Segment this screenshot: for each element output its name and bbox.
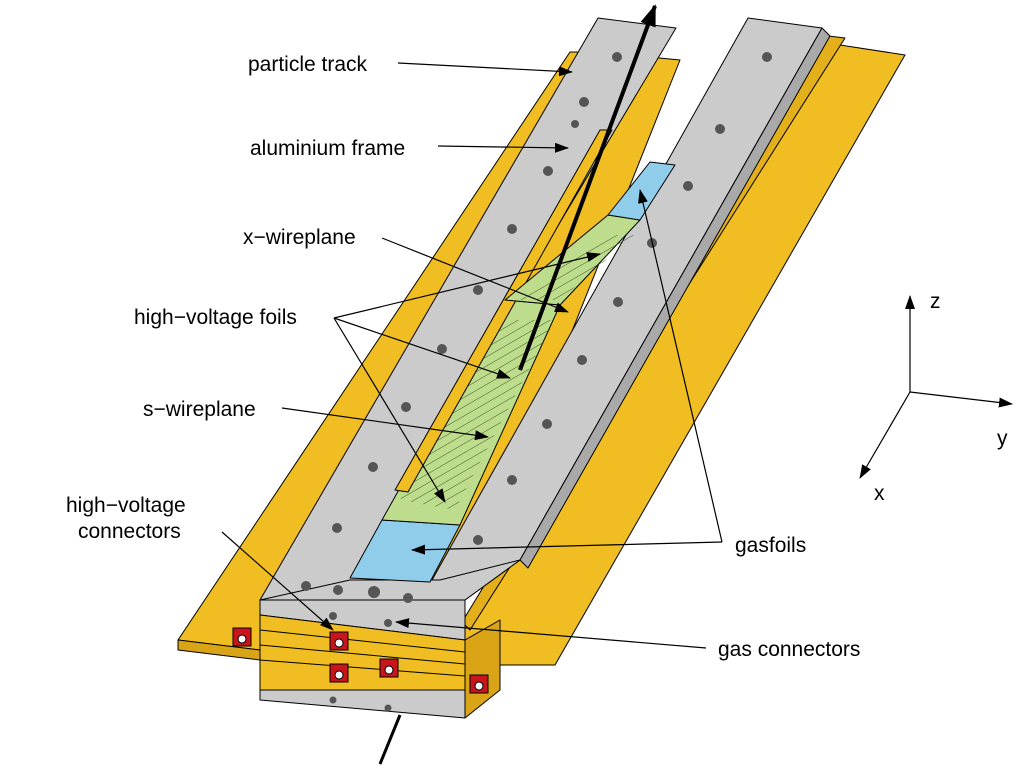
x-wireplane-hatching (515, 235, 635, 300)
layer-line (259, 644, 466, 665)
axis-x-arrow (859, 391, 911, 479)
axis-y-label: y (997, 427, 1008, 450)
inner-gold-layers (394, 129, 613, 493)
label-aluminium-frame: aluminium frame (250, 137, 405, 160)
label-particle-track: particle track (248, 53, 368, 76)
leader-hv-foil-1 (333, 252, 601, 319)
leader-x-wireplane (381, 237, 569, 313)
hv-connector (329, 663, 349, 683)
leader-gas-connectors (395, 618, 707, 649)
leader-lines (221, 62, 723, 649)
label-hv-connectors-2: connectors (78, 520, 181, 543)
leader-gasfoil-top (638, 189, 723, 543)
layer-line (259, 629, 466, 653)
axis-x-label: x (874, 482, 885, 505)
leader-aluminium-frame (437, 142, 569, 153)
particle-track-line (378, 714, 402, 765)
axis-y-arrow (909, 391, 1013, 408)
right-frame-side (519, 27, 831, 569)
leader-hv-connectors (221, 531, 334, 631)
label-s-wireplane: s−wireplane (143, 398, 256, 421)
s-wireplane-hatching (400, 320, 555, 510)
leader-gasfoil-bottom (411, 541, 723, 555)
label-x-wireplane: x−wireplane (243, 226, 356, 249)
front-block-bottom (259, 689, 466, 719)
hv-connector (232, 627, 252, 647)
leader-s-wireplane (281, 407, 489, 441)
label-high-voltage-foils: high−voltage foils (134, 306, 297, 329)
label-hv-connectors-1: high−voltage (66, 494, 186, 517)
frame-holes (301, 52, 772, 712)
coordinate-axes: z y x (859, 290, 1013, 505)
hv-connectors (232, 627, 489, 694)
layer-line (259, 659, 466, 677)
leader-hv-foil-2 (333, 317, 511, 379)
hv-connector (329, 631, 349, 651)
leader-particle-track (397, 62, 573, 77)
particle-track-arrow (518, 4, 657, 371)
label-gas-connectors: gas connectors (718, 638, 860, 661)
hv-connector (379, 658, 399, 678)
leader-hv-foil-3 (333, 317, 446, 503)
label-gasfoils: gasfoils (735, 534, 806, 557)
axis-z-label: z (930, 290, 941, 313)
hv-connector (469, 674, 489, 694)
